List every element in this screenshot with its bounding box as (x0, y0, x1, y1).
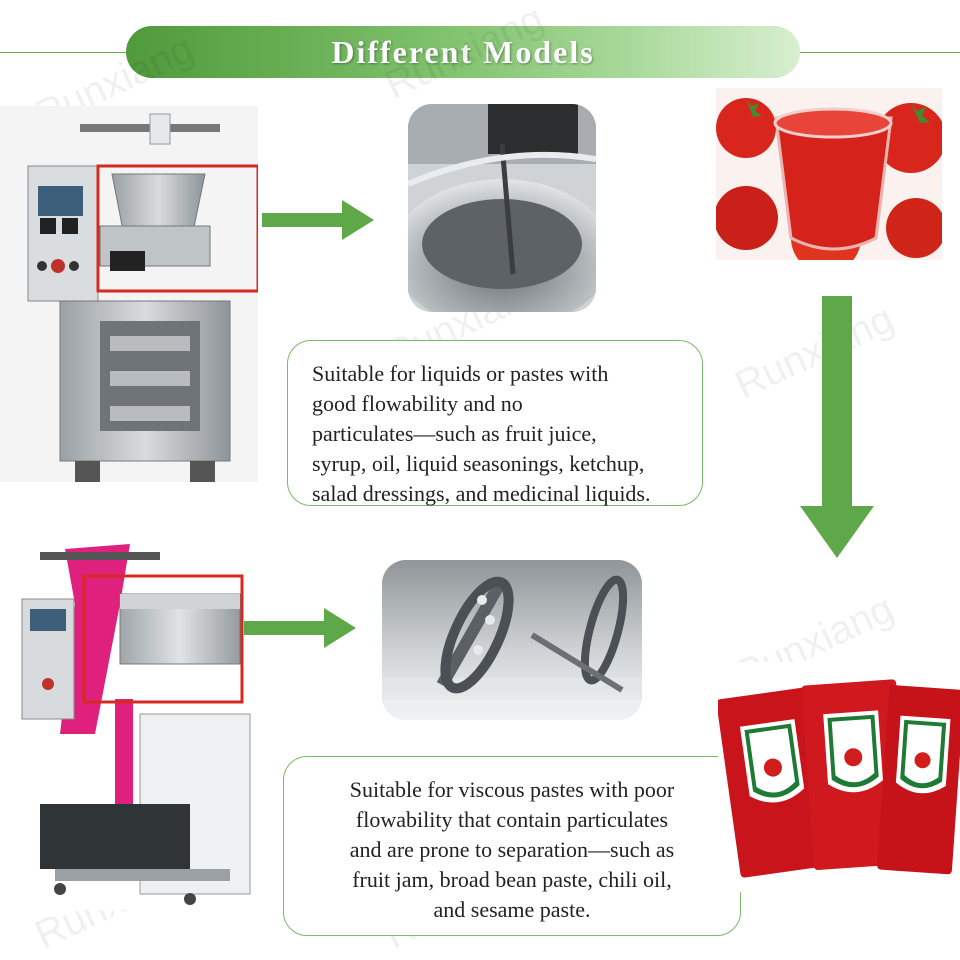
description-line: flowability that contain particulates (355, 807, 669, 832)
agitator-detail-image (382, 560, 642, 720)
paste-packing-machine-image (0, 534, 258, 910)
description-line: Suitable for liquids or pastes with (312, 361, 609, 386)
description-line: and sesame paste. (433, 897, 591, 922)
header-rule-right (795, 52, 960, 53)
model-2-description: Suitable for viscous pastes with poor fl… (283, 756, 741, 936)
description-line: fruit jam, broad bean paste, chili oil, (352, 867, 672, 892)
tomato-juice-image (716, 88, 942, 260)
description-line: syrup, oil, liquid seasonings, ketchup, (312, 451, 645, 476)
arrow-right-icon (244, 608, 356, 648)
description-line: good flowability and no (312, 391, 523, 416)
description-line: particulates—such as fruit juice, (312, 421, 597, 446)
hopper-detail-image (408, 104, 596, 312)
title-banner: Different Models (126, 26, 800, 78)
arrow-right-icon (262, 200, 374, 240)
description-line: Suitable for viscous pastes with poor (349, 777, 675, 802)
arrow-down-icon (800, 296, 874, 558)
description-line: and are prone to separation—such as (349, 837, 675, 862)
description-line: salad dressings, and medicinal liquids. (312, 481, 651, 506)
page-title: Different Models (331, 33, 595, 70)
header-rule-left (0, 52, 130, 53)
ketchup-sachets-image (718, 662, 960, 892)
model-1-description: Suitable for liquids or pastes with good… (287, 340, 703, 506)
liquid-packing-machine-image (0, 106, 258, 482)
